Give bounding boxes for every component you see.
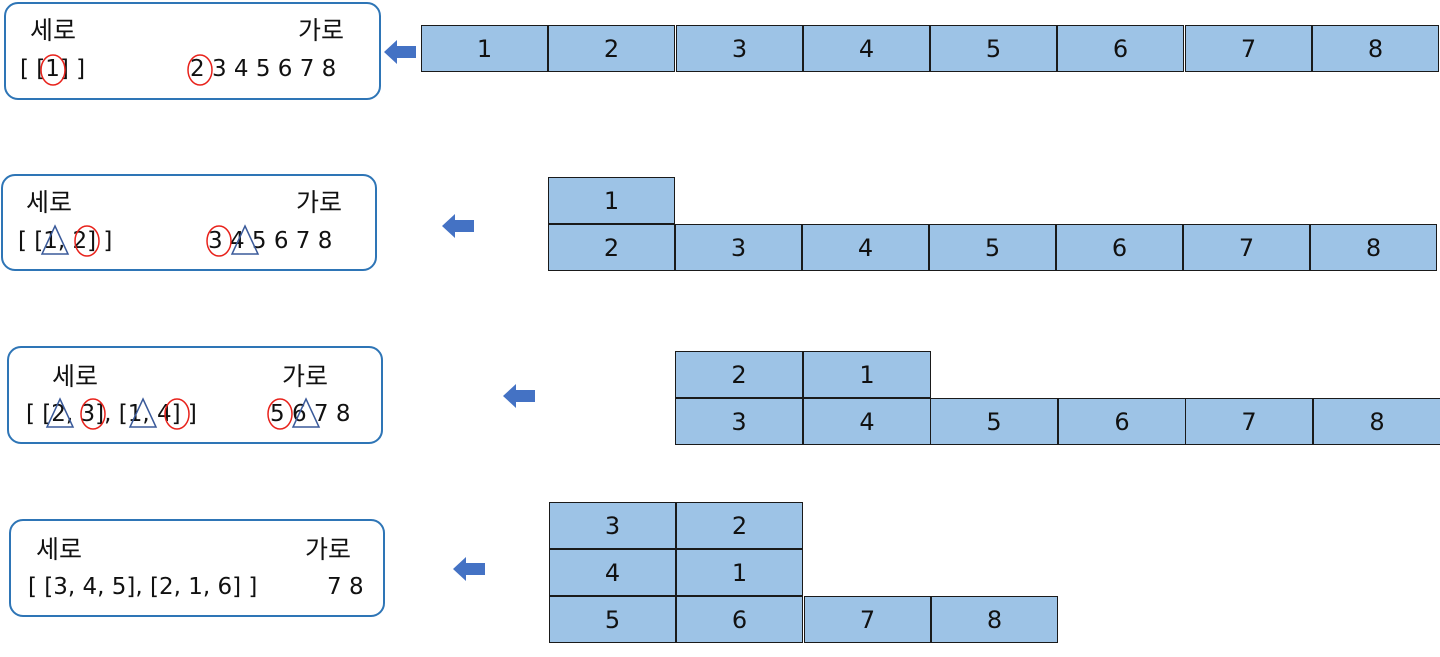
block-cell: 6	[676, 596, 803, 643]
horizontal-value: 3 4 5 6 7 8	[208, 228, 333, 254]
state-box-4	[9, 519, 385, 617]
block-cell: 5	[929, 224, 1056, 271]
horizontal-label: 가로	[298, 16, 345, 45]
block-cell: 8	[931, 596, 1058, 643]
block-cell: 5	[930, 25, 1057, 72]
block-cell: 8	[1310, 224, 1437, 271]
block-cell: 1	[676, 549, 803, 596]
state-box-2	[1, 174, 377, 271]
horizontal-label: 가로	[305, 535, 352, 564]
block-cell: 7	[1183, 224, 1310, 271]
state-box-3	[7, 346, 383, 444]
block-cell: 6	[1057, 25, 1184, 72]
block-cell: 2	[676, 502, 803, 549]
block-cell: 5	[549, 596, 676, 643]
block-cell: 7	[804, 596, 931, 643]
left-arrow-icon	[453, 557, 485, 581]
block-cell: 7	[1185, 398, 1313, 445]
block-cell: 3	[549, 502, 676, 549]
block-cell: 1	[421, 25, 548, 72]
vertical-value: [ [1, 2] ]	[18, 228, 113, 254]
block-cell: 3	[675, 398, 803, 445]
block-cell: 8	[1313, 398, 1440, 445]
left-arrow-icon	[442, 214, 474, 238]
block-cell: 4	[803, 25, 930, 72]
vertical-value: [ [2, 3], [1, 4] ]	[26, 401, 197, 427]
block-cell: 2	[548, 25, 675, 72]
left-arrow-icon	[503, 384, 535, 408]
horizontal-value: 5 6 7 8	[270, 401, 351, 427]
block-cell: 4	[803, 398, 931, 445]
horizontal-value: 7 8	[327, 574, 364, 600]
block-cell: 1	[548, 177, 675, 224]
vertical-value: [ [1] ]	[20, 56, 86, 82]
horizontal-value: 2 3 4 5 6 7 8	[190, 56, 337, 82]
vertical-label: 세로	[52, 362, 99, 391]
block-cell: 4	[802, 224, 929, 271]
horizontal-label: 가로	[296, 188, 343, 217]
block-cell: 3	[675, 224, 802, 271]
block-cell: 5	[930, 398, 1058, 445]
block-cell: 1	[803, 351, 931, 398]
block-cell: 4	[549, 549, 676, 596]
left-arrow-icon	[384, 40, 416, 64]
block-cell: 6	[1056, 224, 1183, 271]
block-cell: 7	[1185, 25, 1312, 72]
block-cell: 3	[676, 25, 803, 72]
block-cell: 2	[548, 224, 675, 271]
block-cell: 6	[1058, 398, 1186, 445]
vertical-label: 세로	[26, 188, 73, 217]
horizontal-label: 가로	[282, 362, 329, 391]
block-cell: 2	[675, 351, 803, 398]
vertical-label: 세로	[36, 535, 83, 564]
block-cell: 8	[1312, 25, 1439, 72]
vertical-value: [ [3, 4, 5], [2, 1, 6] ]	[28, 574, 258, 600]
vertical-label: 세로	[30, 16, 77, 45]
